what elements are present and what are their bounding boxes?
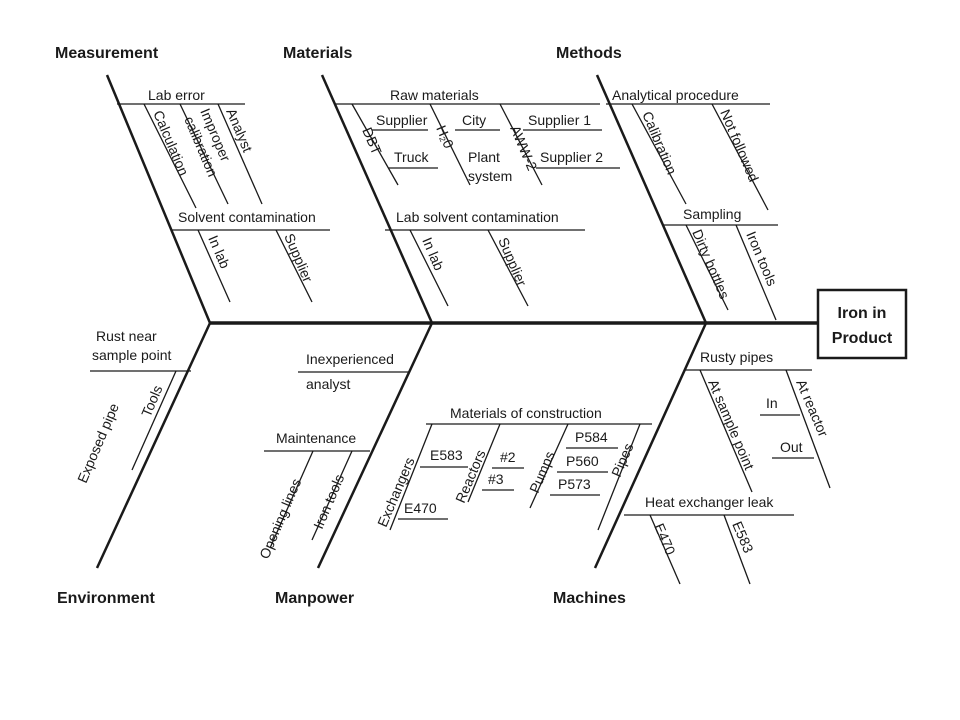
cause-exchangers: Exchangers xyxy=(374,455,418,529)
cause-line-in-lab-measure xyxy=(197,229,231,303)
effect-box xyxy=(816,288,908,360)
cause-rust-near: Rust near xyxy=(96,328,157,344)
cause-supplier-measure: Supplier xyxy=(281,231,316,285)
cause-p584: P584 xyxy=(575,429,608,445)
cause-opening-lines: Opening lines xyxy=(256,476,304,561)
cause-line-hx-e470 xyxy=(649,514,681,585)
cause-reactor-2: #2 xyxy=(500,449,516,465)
cause-p560: P560 xyxy=(566,453,599,469)
cause-line-pipes xyxy=(597,423,641,531)
cause-heat-exchanger-leak: Heat exchanger leak xyxy=(645,494,774,510)
cause-line-reactors xyxy=(467,423,501,503)
cause-not-followed: Not followed xyxy=(717,107,762,184)
cause-iron-tools-methods: Iron tools xyxy=(743,229,780,288)
cause-line-in-lab-materials xyxy=(409,229,449,307)
bone-methods xyxy=(595,74,708,324)
bone-measurement xyxy=(105,74,212,324)
cause-supplier-materials: Supplier xyxy=(495,235,530,289)
cause-line-calculation xyxy=(143,103,197,209)
cause-line-dbt xyxy=(351,103,399,186)
cause-e583-exchanger: E583 xyxy=(430,447,463,463)
cause-p573: P573 xyxy=(558,476,591,492)
cause-lab-error: Lab error xyxy=(148,87,205,103)
cause-plant: Plant xyxy=(468,149,500,165)
cause-hx-e583: E583 xyxy=(729,519,757,556)
cause-sample-point: sample point xyxy=(92,347,171,363)
cause-pipes: Pipes xyxy=(608,441,636,479)
cause-materials-of-construction: Materials of construction xyxy=(450,405,602,421)
cause-in-lab-measure: In lab xyxy=(205,233,233,271)
cause-line-exchangers xyxy=(389,423,433,531)
cause-calibration-methods: Calibration xyxy=(639,109,680,177)
cause-supplier-1: Supplier 1 xyxy=(528,112,591,128)
cause-sampling: Sampling xyxy=(683,206,741,222)
cause-truck: Truck xyxy=(394,149,429,165)
cause-iron-tools-manpower: Iron tools xyxy=(310,472,347,531)
cause-line-not-followed xyxy=(711,103,769,211)
cause-line-supplier-materials xyxy=(487,229,529,307)
cause-line-exposed-pipe xyxy=(131,370,177,471)
cause-solvent-contamination: Solvent contamination xyxy=(178,209,316,225)
effect-line2: Product xyxy=(832,330,893,347)
cause-out: Out xyxy=(780,439,803,455)
cause-in-lab-materials: In lab xyxy=(419,235,447,273)
cause-line-iron-tools-methods xyxy=(735,224,777,321)
cause-inexperienced: Inexperienced xyxy=(306,351,394,367)
category-machines: Machines xyxy=(553,590,626,607)
cause-line-h2o xyxy=(429,103,471,186)
category-manpower: Manpower xyxy=(275,590,354,607)
cause-pumps: Pumps xyxy=(526,449,558,495)
cause-analyst-manpower: analyst xyxy=(306,376,350,392)
cause-line-opening-lines xyxy=(269,450,314,549)
cause-line-supplier-measure xyxy=(275,229,313,303)
cause-maintenance: Maintenance xyxy=(276,430,356,446)
cause-supplier-raw: Supplier xyxy=(376,112,428,128)
cause-at-reactor: At reactor xyxy=(793,377,832,439)
bone-environment xyxy=(95,322,212,569)
cause-line-aww2 xyxy=(499,103,543,186)
cause-line-analyst xyxy=(217,103,263,205)
cause-e470-exchanger: E470 xyxy=(404,500,437,516)
cause-tools-environment: Tools xyxy=(138,383,166,419)
cause-city: City xyxy=(462,112,486,128)
cause-rusty-pipes: Rusty pipes xyxy=(700,349,773,365)
bone-materials xyxy=(320,74,434,324)
bone-manpower xyxy=(316,322,434,569)
category-materials: Materials xyxy=(283,45,352,62)
cause-at-sample-point: At sample point xyxy=(705,377,757,472)
cause-lab-solvent-contamination: Lab solvent contamination xyxy=(396,209,559,225)
cause-raw-materials: Raw materials xyxy=(390,87,479,103)
cause-h2o: H₂0 xyxy=(433,123,457,151)
cause-line-iron-tools-manpower xyxy=(311,450,353,541)
cause-exposed-pipe: Exposed pipe xyxy=(74,401,122,486)
cause-line-at-reactor xyxy=(785,369,831,489)
cause-supplier-2: Supplier 2 xyxy=(540,149,603,165)
cause-analytical-procedure: Analytical procedure xyxy=(612,87,739,103)
cause-hx-e470: E470 xyxy=(651,521,679,558)
cause-line-improper xyxy=(179,103,229,205)
category-environment: Environment xyxy=(57,590,155,607)
category-measurement: Measurement xyxy=(55,45,159,62)
cause-plant-system: system xyxy=(468,168,512,184)
cause-dirty-bottles: Dirty bottles xyxy=(689,227,733,301)
cause-line-hx-e583 xyxy=(723,514,751,585)
bone-machines xyxy=(593,322,708,569)
cause-in: In xyxy=(766,395,778,411)
cause-line-dirty-bottles xyxy=(685,224,729,311)
category-methods: Methods xyxy=(556,45,622,62)
cause-reactor-3: #3 xyxy=(488,471,504,487)
cause-line-calibration-methods xyxy=(631,103,687,205)
cause-line-at-sample-point xyxy=(699,369,753,493)
cause-line-pumps xyxy=(529,423,569,509)
effect-line1: Iron in xyxy=(838,305,887,322)
